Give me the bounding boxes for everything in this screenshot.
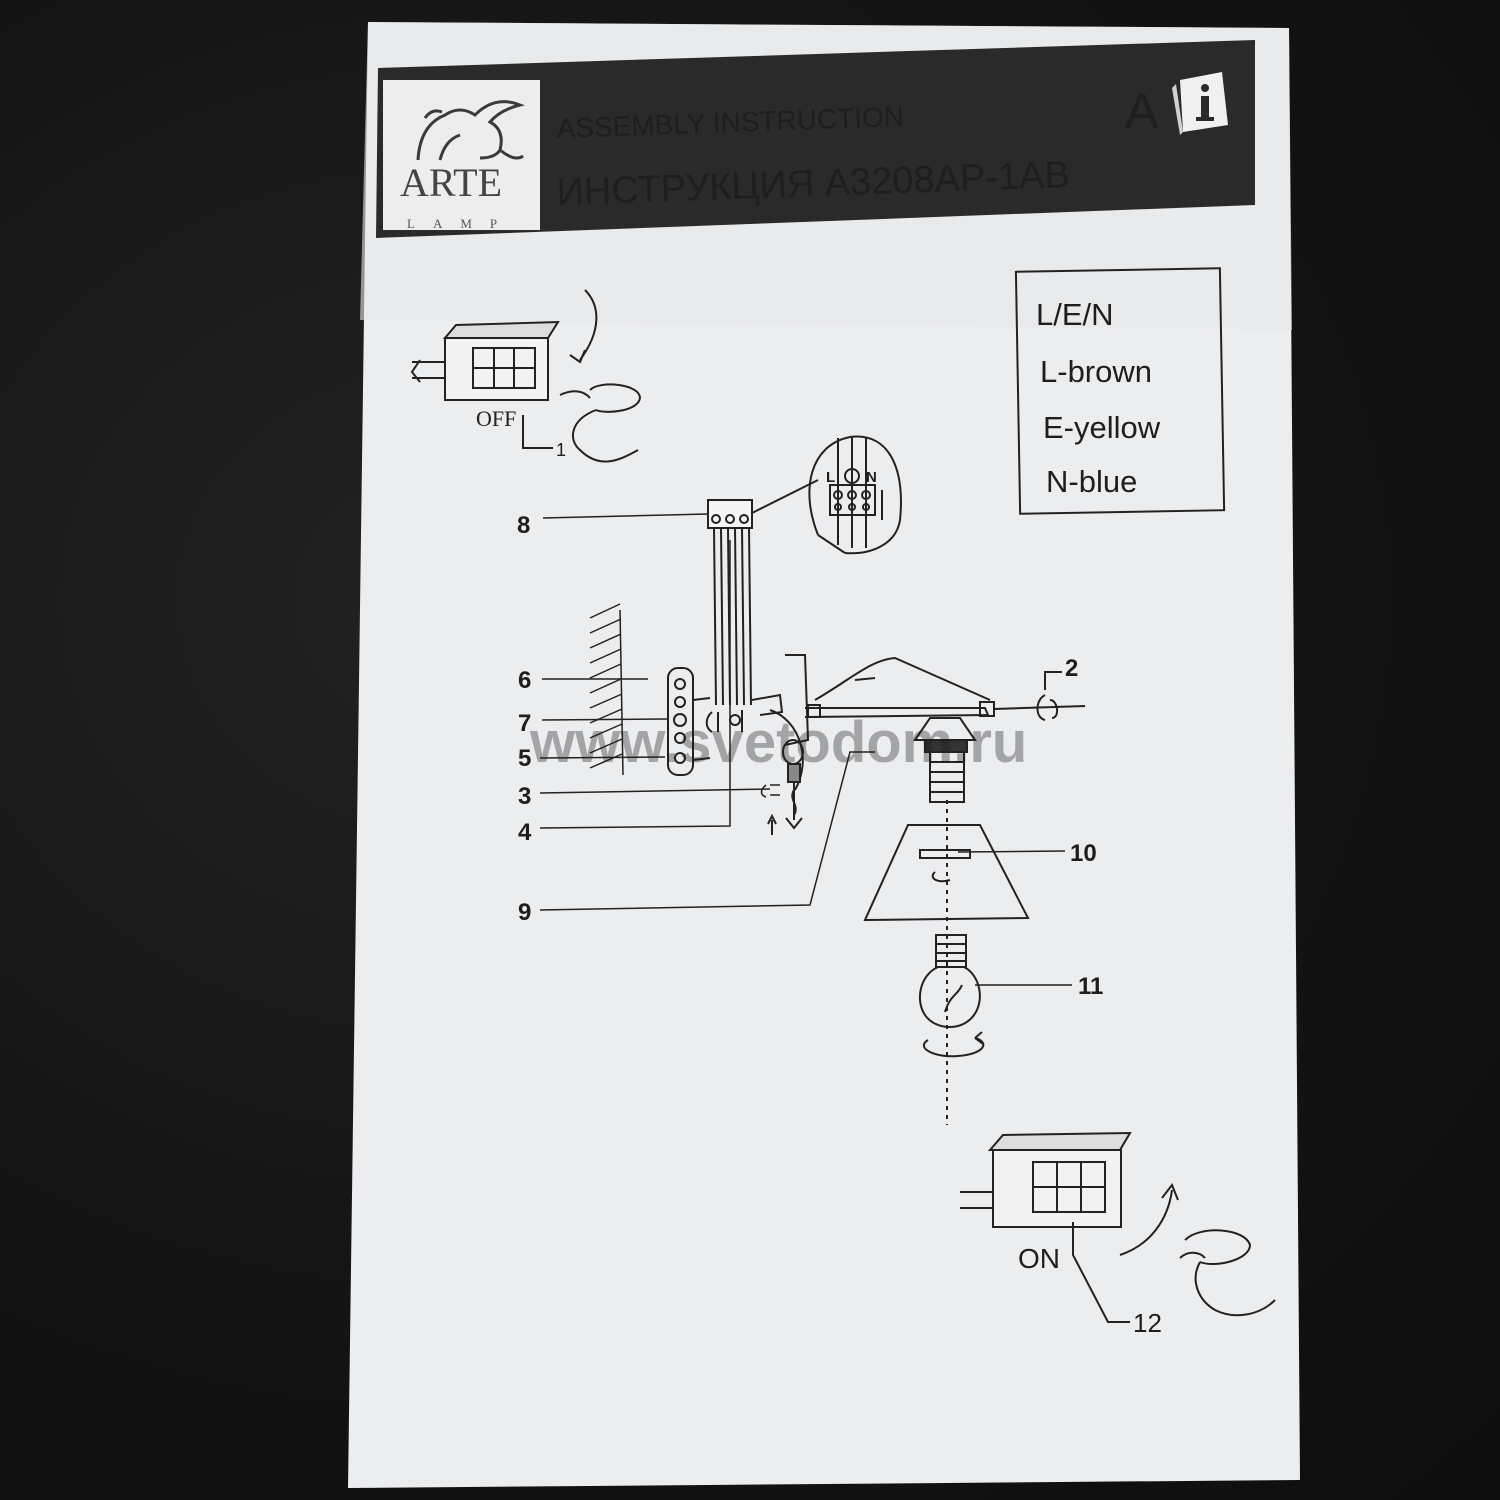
callout-8: 8 xyxy=(517,512,530,539)
callout-5-line xyxy=(539,756,666,759)
callout-1: 1 xyxy=(556,440,566,460)
wire-color-legend xyxy=(1014,267,1226,515)
terminal-label-l: L xyxy=(826,469,835,486)
callout-10-line xyxy=(957,850,1066,853)
legend-item-yellow: E-yellow xyxy=(1043,410,1161,445)
switch-on-label: ON xyxy=(1018,1243,1060,1274)
callout-4-line xyxy=(539,540,731,829)
callout-7: 7 xyxy=(518,710,531,737)
legend-title: L/E/N xyxy=(1036,297,1114,332)
legend-item-blue: N-blue xyxy=(1046,464,1137,499)
paper xyxy=(348,22,1300,1488)
terminal-block xyxy=(707,499,753,706)
info-book-icon xyxy=(1172,72,1228,135)
terminal-label-n: N xyxy=(866,469,877,486)
badge-letter: A xyxy=(1125,83,1159,139)
callout-12: 12 xyxy=(1133,1308,1162,1338)
switch-on-illustration xyxy=(960,1131,1276,1317)
callout-5: 5 xyxy=(518,745,531,772)
callout-12-line xyxy=(1072,1222,1130,1323)
watermark: www.svetodom.ru xyxy=(529,710,1027,775)
callout-11: 11 xyxy=(1078,973,1103,1000)
callout-3: 3 xyxy=(518,783,531,810)
griffin-logo-icon xyxy=(416,100,525,161)
logo-text: ARTE xyxy=(400,160,502,205)
terminal-detail-magnifier xyxy=(749,435,902,555)
callout-6: 6 xyxy=(518,667,531,694)
callout-2: 2 xyxy=(1065,655,1078,682)
callout-8-line xyxy=(542,513,709,519)
callout-10: 10 xyxy=(1070,840,1097,867)
callout-9: 9 xyxy=(518,899,531,926)
logo-subtext: LAMP xyxy=(407,216,515,231)
header-band xyxy=(376,40,1255,238)
wall-hatching xyxy=(589,603,624,776)
mounting-plate xyxy=(667,667,743,776)
logo-box xyxy=(383,80,540,230)
callout-9-line xyxy=(539,751,875,911)
switch-off-illustration xyxy=(410,289,642,463)
callout-3-line xyxy=(539,788,771,794)
callout-7-line xyxy=(541,718,669,721)
light-bulb xyxy=(918,934,985,1058)
lamp-shade xyxy=(863,800,1030,1125)
callout-1-line xyxy=(522,415,553,449)
pull-chain-switch xyxy=(767,739,804,835)
finial-nut xyxy=(1036,671,1062,721)
callout-4: 4 xyxy=(518,819,532,846)
switch-off-label: OFF xyxy=(476,406,516,431)
legend-item-brown: L-brown xyxy=(1040,354,1152,389)
